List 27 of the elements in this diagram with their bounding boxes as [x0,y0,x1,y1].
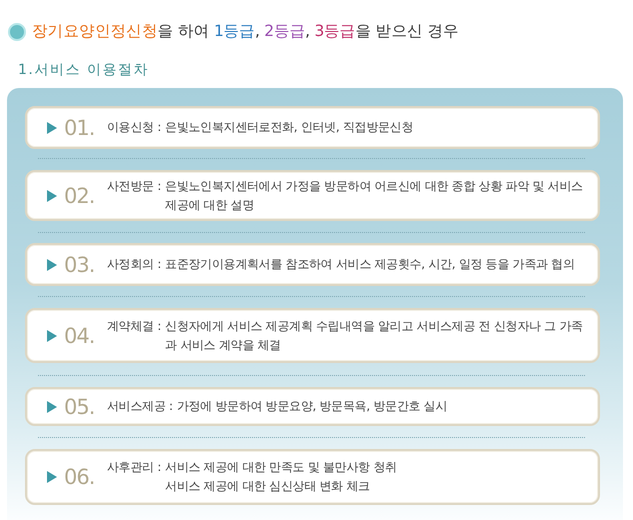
step-description: 표준장기이용계획서를 참조하여 서비스 제공횟수, 시간, 일정 등을 가족과 협의 [165,256,575,273]
step-card [25,170,600,221]
step-number: 03. [64,252,96,276]
step-number: 04. [64,324,96,348]
step-number: 02. [64,184,96,208]
step-number: 01. [64,116,96,140]
step-description: 신청자에게 서비스 제공계획 수립내역을 알리고 서비스제공 전 신청자나 그 가족과 서비스 계약을 체결 [165,318,584,354]
step-card [25,449,600,505]
section-heading: 1.서비스 이용절차 [18,61,149,79]
page-title: 장기요양인정신청을 하여 1등급, 2등급, 3등급을 받으신 경우 [32,21,459,42]
step-number: 06. [64,465,96,489]
step-description: 가정에 방문하여 방문요양, 방문목욕, 방문간호 실시 [176,398,448,415]
step-description: 서비스 제공에 대한 심신상태 변화 체크 [165,478,371,495]
step-description: 은빛노인복지센터로전화, 인터넷, 직접방문신청 [165,119,414,136]
step-card [25,308,600,363]
step-card [25,387,600,426]
step-label: 사전방문 : [107,178,162,194]
step-label: 이용신청 : [107,119,162,136]
step-description: 은빛노인복지센터에서 가정을 방문하여 어르신에 대한 종합 상황 파악 및 서비스 제공에 대한 설명 [165,178,584,214]
step-label: 사후관리 : [107,459,162,476]
step-number: 05. [64,394,96,418]
step-card [25,243,600,286]
step-label: 계약체결 : [107,318,162,334]
step-label: 서비스제공 : [107,398,173,415]
step-card [25,106,600,149]
step-label: 사정회의 : [107,256,162,273]
step-description: 서비스 제공에 대한 만족도 및 불만사항 청취 [165,459,397,476]
